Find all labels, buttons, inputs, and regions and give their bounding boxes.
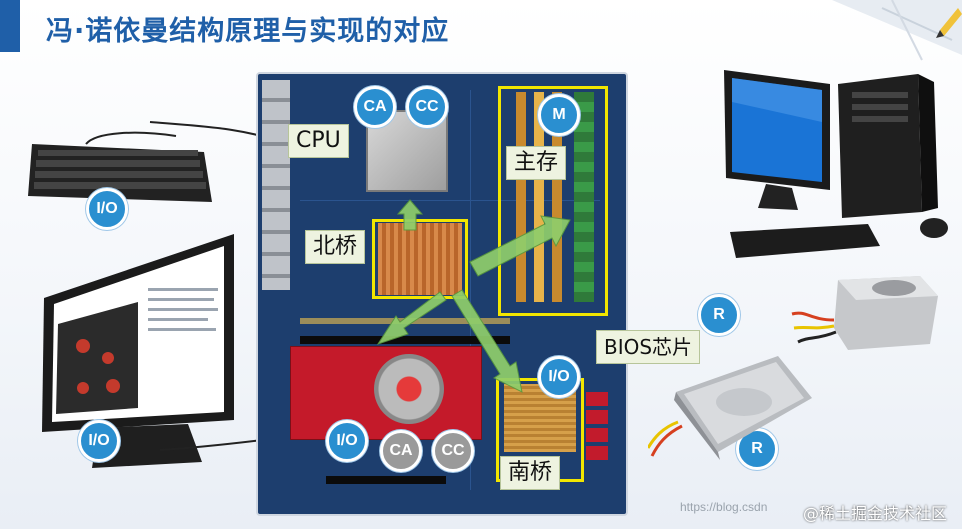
pcb-trace: [470, 90, 471, 490]
badge-io-south-bridge: I/O: [538, 356, 580, 398]
corner-decoration-icon: [832, 0, 962, 61]
pcb-trace: [300, 200, 600, 201]
north-bridge-highlight: [372, 219, 468, 299]
pci-slot: [326, 476, 446, 484]
ram-slot: [534, 92, 544, 302]
badge-io-keyboard: I/O: [86, 188, 128, 230]
sata-ports: [586, 392, 608, 464]
hard-drive-icon: [648, 356, 812, 460]
north-bridge-heatsink: [378, 223, 462, 295]
badge-cc-top: CC: [406, 86, 448, 128]
monitor-icon: [42, 234, 234, 468]
cpu-label: CPU: [288, 124, 349, 158]
arrow-cpu-northbridge: [396, 199, 424, 231]
power-supply-icon: [791, 276, 938, 350]
desktop-computer-icon: [724, 70, 948, 258]
ram-module: [574, 92, 594, 302]
badge-io-gpu: I/O: [326, 420, 368, 462]
watermark-url: https://blog.csdn: [680, 500, 768, 514]
title-accent-bar: [0, 0, 20, 52]
keyboard-icon: [28, 131, 212, 202]
badge-ca-top: CA: [354, 86, 396, 128]
io-ports: [262, 80, 290, 290]
south-bridge-label: 南桥: [500, 456, 561, 490]
ram-slot: [516, 92, 526, 302]
pcie-slot: [300, 336, 510, 344]
badge-m: M: [538, 94, 580, 136]
badge-r-bios: R: [698, 294, 740, 336]
ram-slot: [552, 92, 562, 302]
badge-ca-bottom: CA: [380, 430, 422, 472]
badge-cc-bottom: CC: [432, 430, 474, 472]
page-title: 冯·诺依曼结构原理与实现的对应: [46, 16, 450, 47]
memory-highlight: [498, 86, 608, 316]
north-bridge-label: 北桥: [305, 230, 366, 264]
badge-io-monitor: I/O: [78, 420, 120, 462]
main-memory-label: 主存: [506, 146, 567, 180]
bios-chip-label: BIOS芯片: [596, 330, 701, 364]
gpu-fan: [374, 354, 444, 424]
watermark-site: @稀土掘金技术社区: [803, 504, 948, 523]
